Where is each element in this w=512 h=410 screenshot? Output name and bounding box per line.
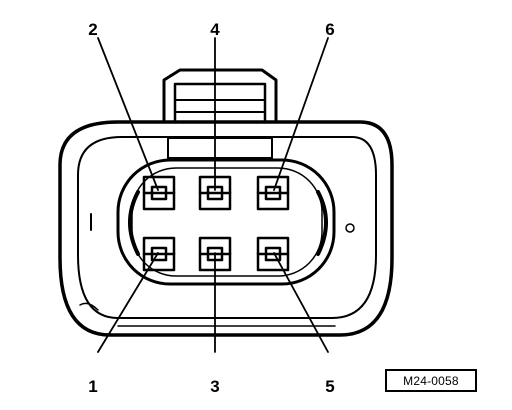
- leader-line-2: [97, 37, 159, 191]
- pin-label-5: 5: [325, 377, 334, 396]
- leader-line-1: [97, 252, 159, 353]
- pin-cavity-1: [142, 236, 176, 272]
- right-marker: [345, 223, 355, 233]
- pin-label-1: 1: [88, 377, 97, 396]
- left-coding-slot: [128, 190, 140, 256]
- right-coding-slot: [316, 190, 328, 256]
- leader-line-5: [273, 252, 329, 353]
- connector-housing-inner: [77, 136, 377, 319]
- pin-cavities: [142, 175, 290, 272]
- pin-cavity-5: [256, 236, 290, 272]
- locking-tab: [162, 68, 278, 159]
- pin-label-2: 2: [88, 20, 97, 39]
- reference-code-box: M24-0058: [385, 369, 477, 392]
- leader-line-6: [273, 37, 329, 191]
- reference-code: M24-0058: [403, 374, 459, 388]
- connector-housing-outer: [58, 120, 394, 337]
- housing-foot-detail: [79, 302, 99, 311]
- pin-label-4: 4: [210, 20, 220, 39]
- pin-cavity-6: [256, 175, 290, 211]
- pin-chamber: [116, 158, 336, 286]
- pin-cavity-2: [142, 175, 176, 211]
- leader-lines: [97, 37, 329, 353]
- pin-label-3: 3: [210, 377, 219, 396]
- pin-label-6: 6: [325, 20, 334, 39]
